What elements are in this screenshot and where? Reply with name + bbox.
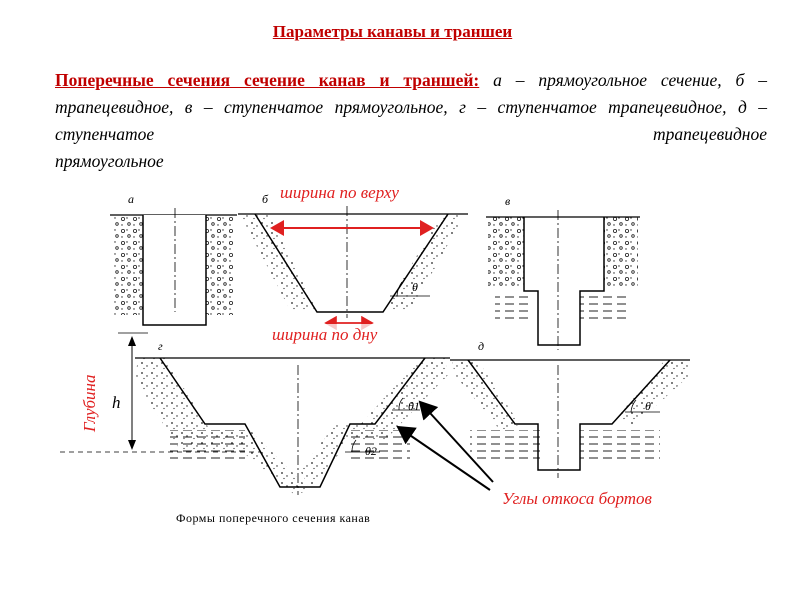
section-g: θ1 θ2 г [135, 339, 450, 495]
caption-lead: Поперечные сечения сечение канав и транш… [55, 70, 480, 90]
caption-text: Поперечные сечения сечение канав и транш… [55, 67, 767, 175]
caption-line4: прямоугольное [55, 151, 164, 171]
depth-indicator: h Глубина [60, 332, 260, 453]
caption-line1: а – прямоугольное [479, 70, 648, 90]
page-title: Параметры канавы и траншеи [272, 22, 513, 41]
theta-d: θ [645, 399, 651, 413]
section-b: θ б [238, 192, 468, 331]
top-width-label: ширина по верху [280, 183, 399, 202]
theta1-g: θ1 [408, 399, 420, 413]
section-letter-v: в [505, 194, 510, 208]
slope-angles-label: Углы откоса бортов [502, 489, 652, 508]
theta2-g: θ2 [365, 444, 377, 458]
caption-line3: ступенчатое трапецевидное, д – ступенчат… [55, 97, 767, 144]
depth-label: Глубина [80, 375, 99, 433]
depth-h-label: h [112, 393, 121, 412]
section-letter-b: б [262, 192, 269, 206]
slope-arrow-upper [418, 400, 494, 483]
slope-arrow-lower [396, 425, 491, 491]
figure-caption: Формы поперечного сечения канав [176, 511, 370, 525]
section-letter-g: г [158, 339, 163, 353]
theta-b: θ [412, 280, 418, 294]
section-d: θ д [450, 339, 690, 478]
section-v: в [486, 194, 640, 350]
section-letter-a: а [128, 192, 134, 206]
section-a: а [110, 192, 237, 326]
section-letter-d: д [478, 339, 484, 353]
bottom-width-label: ширина по дну [272, 325, 378, 344]
caption-line2: сечение, б – трапецевидное, в – ступенча… [55, 70, 767, 117]
